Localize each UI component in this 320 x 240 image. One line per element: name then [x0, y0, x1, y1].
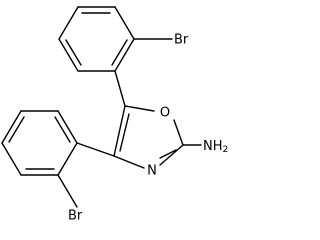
double-bond-inner [111, 39, 128, 66]
double-bond-c2-n3 [159, 149, 177, 159]
lower-c-br-bond [57, 174, 78, 208]
double-bond-inner [65, 39, 82, 66]
bromine-upper-label: Br [174, 33, 189, 48]
double-bond-inner [8, 116, 25, 143]
bond-c5-o1 [124, 105, 155, 112]
double-bond-c4-c5 [119, 113, 130, 152]
chemical-structure: Br O N NH2 Br [1, 6, 228, 224]
bond [58, 38, 79, 72]
amine-nh-text: NH [203, 139, 223, 154]
bond [57, 142, 78, 176]
bond [57, 110, 78, 144]
nitrogen-label: N [147, 164, 157, 179]
bond [114, 38, 135, 72]
c4-to-aryl-bond [76, 142, 115, 157]
amine-label: NH2 [203, 139, 228, 156]
amine-subscript: 2 [223, 145, 229, 155]
bond [1, 142, 22, 176]
bond-c2-n3 [159, 144, 184, 166]
oxazole-ring [113, 105, 184, 169]
lower-bromophenyl-ring [1, 110, 78, 176]
upper-bromophenyl-ring [58, 6, 135, 72]
aryl-to-c5-bond [114, 70, 126, 107]
bond [114, 6, 135, 40]
bond-o1-c2 [173, 119, 184, 146]
bond-c4-c5 [113, 105, 126, 157]
double-bond-inner [54, 116, 71, 143]
bromine-lower-label: Br [68, 209, 83, 224]
oxygen-label: O [160, 106, 170, 121]
bond-n3-c4 [113, 155, 145, 169]
bond [1, 110, 22, 144]
bond [58, 6, 79, 40]
